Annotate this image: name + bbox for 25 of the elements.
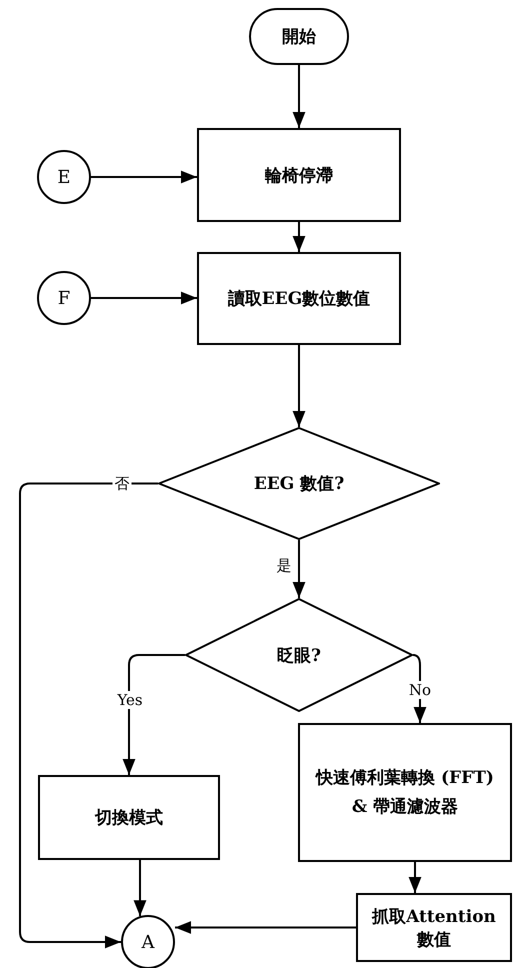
process-box: 輪椅停滯	[197, 128, 401, 222]
decision-diamond: EEG 數值?	[158, 427, 440, 540]
process-box: 讀取EEG數位數值	[197, 252, 401, 345]
arrow	[134, 860, 146, 916]
arrow	[175, 921, 356, 934]
process-box: 快速傅利葉轉換 (FFT) & 帶通濾波器	[298, 723, 512, 862]
process-box: 切換模式	[38, 775, 220, 860]
connector-circle: E	[37, 150, 91, 204]
edge-label: 是	[274, 556, 294, 576]
arrow	[292, 540, 306, 598]
arrow	[292, 65, 306, 128]
edge-label: Yes	[115, 691, 145, 709]
arrow	[122, 654, 185, 775]
arrow	[91, 292, 197, 304]
arrow	[91, 170, 197, 184]
arrow	[408, 862, 422, 893]
connector-circle: A	[121, 915, 175, 968]
arrow	[292, 222, 306, 252]
connector-circle: F	[37, 271, 91, 325]
edge-label: 否	[112, 474, 132, 494]
arrow	[19, 482, 158, 948]
terminal-shape: 開始	[249, 8, 349, 65]
edge-label: No	[406, 681, 434, 699]
arrow	[292, 345, 306, 427]
process-box: 抓取Attention數值	[356, 893, 512, 962]
